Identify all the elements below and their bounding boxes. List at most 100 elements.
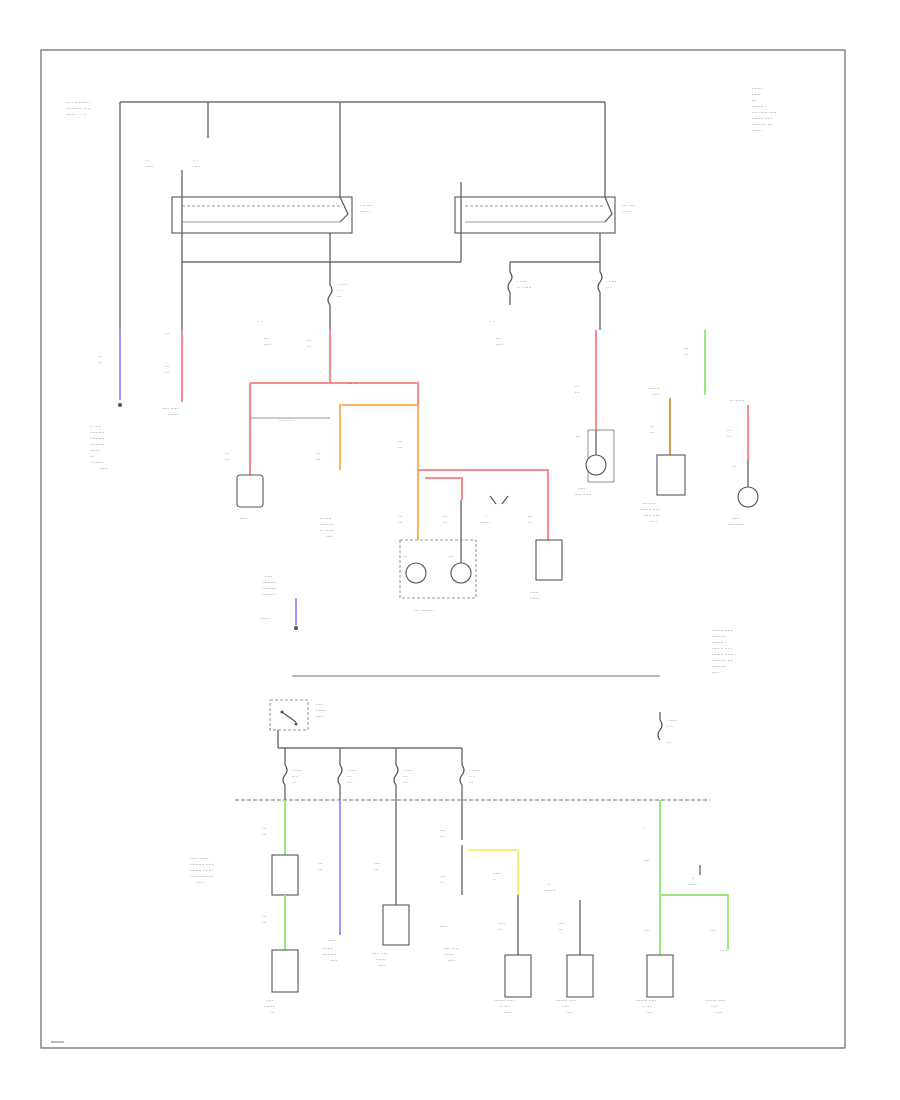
svg-text:····: ···· [644,929,650,934]
svg-text:········ ·····: ········ ····· [556,999,576,1004]
svg-text:·····: ····· [264,343,271,348]
svg-text:··········: ·········· [90,431,104,436]
right-headlight: ··· ··· ··· ····· ····· ······ [574,330,615,498]
svg-text:··: ·· [692,877,695,882]
svg-text:·········· ······: ·········· ······ [190,863,214,868]
svg-text:···: ··· [225,452,229,457]
svg-text:·····: ····· [378,964,385,969]
svg-text:··· ··: ··· ·· [348,382,357,387]
svg-text:· ·····: · ····· [606,280,616,285]
svg-text:···: ··· [528,521,532,526]
svg-text:·····: ····· [720,949,727,954]
svg-text:· ·····: · ····· [337,283,347,288]
note-block-top-right: ······· ······ ··· ········ · ···· ·····… [752,87,776,134]
relay-right: ···· ···· ····· · [454,182,635,262]
svg-text:····· ········· ·: ····· ········· · [66,101,90,106]
svg-text:····· ·····: ····· ····· [162,407,178,412]
svg-text:·· ·: ·· · [440,835,446,840]
svg-text:·····: ····· [562,1005,569,1010]
svg-text:·····: ····· [646,1011,653,1016]
circuit-b2: ··· ··· ····· ········ ·········· ····· [318,800,341,964]
svg-text:·····: ····· [330,959,337,964]
svg-text:···· ·········: ···· ········· [414,609,434,614]
svg-text:····· ·: ····· · [622,210,632,215]
svg-text:·····: ····· [496,343,503,348]
svg-text:····· ·······: ····· ······· [190,857,209,862]
svg-text:·······: ······· [752,129,762,134]
svg-text:····· ······: ····· ······ [574,493,591,498]
svg-text:·· ····: ·· ···· [500,1005,510,1010]
svg-text:·······: ······· [444,953,454,958]
headlight-wiring: ··· ·· ········· · ··· ··· ··· ··· ··· ·… [225,330,549,540]
circuit-b3: ···· ··· ····· ····· ······· ····· [372,800,410,969]
svg-text:····· ·····: ····· ····· [728,523,744,528]
svg-text:·····: ····· [652,393,659,398]
svg-text:· ·: · · [258,320,262,325]
left-feed-wires: ··· ··· ··· ··· ··· ·· ····· ·········· … [90,262,183,472]
svg-text:··········: ·········· [712,635,726,640]
svg-text:········: ········ [544,889,555,894]
svg-text:··········: ·········· [262,581,276,586]
svg-text:·····: ····· [266,999,273,1004]
svg-text:·····: ····· [448,959,455,964]
svg-text:·········· ···: ·········· ··· [752,123,772,128]
svg-text:····· ·: ····· · [196,881,206,886]
svg-text:···: ··· [727,435,731,440]
note-block-mid-right: ········ ······ ·········· ········ · ··… [712,629,735,676]
svg-text:·····: ····· [578,487,585,492]
svg-text:·· ·: ·· · [403,775,409,780]
svg-text:···: ··· [576,435,580,440]
circuit-b1: ··· ··· ····· ······· ·········· ······ … [190,800,299,1016]
svg-text:· ·····: · ····· [403,769,413,774]
svg-text:···: ··· [398,515,402,520]
svg-text:···: ··· [403,781,407,786]
svg-text:·· ·: ·· · [469,775,475,780]
svg-text:····: ···· [496,337,502,342]
svg-text:··········: ·········· [320,523,334,528]
svg-text:···: ··· [318,862,322,867]
svg-text:········· · ·····: ········· · ····· [66,107,90,112]
svg-text:···: ··· [498,928,502,933]
svg-text:·····: ····· [566,1011,573,1016]
svg-text:·····: ····· [316,715,323,720]
svg-text:···: ··· [528,515,532,520]
svg-text:···: ··· [575,385,579,390]
svg-text:·····: ····· [440,925,447,930]
svg-text:········ ·····: ········ ····· [494,999,514,1004]
svg-text:·· ·····: ·· ····· [320,517,331,522]
svg-text:···: ··· [667,741,671,746]
ignition-switch: ····· ······· ····· [269,699,326,731]
svg-text:····: ···· [644,859,650,864]
svg-text:···: ··· [307,345,311,350]
svg-text:···: ··· [684,347,688,352]
left-headlight: ··· ···· ···· ········· [399,500,477,614]
svg-text:· ·····: · ····· [517,280,527,285]
main-feed-bus: ····· ········· · ········· · ····· ····… [66,101,606,330]
svg-text:·· ·: ·· · [337,289,343,294]
diagram-frame [40,49,846,1049]
svg-text:···: ··· [262,921,266,926]
lamp-box-3: · ···· ···· ········ ····· ·· ···· ····· [636,800,729,1016]
svg-text:···: ··· [398,446,402,451]
svg-text:····: ···· [374,862,380,867]
svg-text:··· ······: ··· ······ [320,529,334,534]
svg-text:·····: ····· [732,517,739,522]
fuse-b5: · ····· ·· · ··· [657,712,677,746]
svg-text:·····: ····· [493,872,500,877]
svg-text:····: ···· [440,829,446,834]
svg-text:········: ········ [322,947,333,952]
svg-text:· ·····: · ····· [667,719,677,724]
svg-text:···: ··· [318,868,322,873]
fuse-b2: · ····· ·· · ··· [337,748,357,800]
svg-text:···: ··· [307,339,311,344]
svg-text:···: ··· [98,355,102,360]
svg-text:···: ··· [98,361,102,366]
fuse-b4: · ····· ·· · ··· [459,748,479,800]
svg-text:··········: ·········· [90,443,104,448]
svg-text:· ·: · · [490,320,494,325]
svg-text:····: ···· [440,875,446,880]
svg-text:·····: ····· [146,165,153,170]
svg-text:·· ·: ·· · [193,159,199,164]
svg-text:····: ···· [448,555,454,560]
